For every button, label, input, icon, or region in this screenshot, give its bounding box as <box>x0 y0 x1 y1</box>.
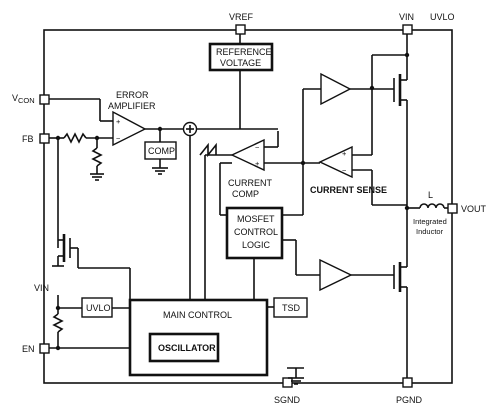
fb-label: FB <box>22 134 34 144</box>
tsd-block <box>273 297 308 318</box>
vref-pin <box>235 24 246 35</box>
current-comp-line1: CURRENT <box>228 178 273 188</box>
integrated-line2: Inductor <box>416 227 444 236</box>
svg-text:−: − <box>116 134 121 143</box>
svg-text:+: + <box>116 117 121 126</box>
comp-label: COMP <box>148 146 175 156</box>
en-label: EN <box>22 344 35 354</box>
mosfet-control-logic-block <box>225 206 284 260</box>
current-comparator-icon: − + <box>230 138 265 172</box>
reference-voltage-block <box>208 42 274 72</box>
error-amplifier-icon: + − <box>112 110 147 147</box>
svg-text:−: − <box>342 166 347 175</box>
current-comp-line2: COMP <box>232 189 259 199</box>
summing-junction-icon <box>182 121 198 137</box>
tsd-label: TSD <box>282 303 301 313</box>
reference-line2: VOLTAGE <box>220 58 261 68</box>
high-side-mosfet-icon <box>393 74 408 205</box>
fb-divider-resistor-icon <box>91 147 103 167</box>
error-amp-line1: ERROR <box>116 90 149 100</box>
high-side-driver-icon <box>320 72 352 106</box>
svg-text:−: − <box>255 143 260 152</box>
mosfet-line3: LOGIC <box>242 240 271 250</box>
low-side-driver-icon <box>319 258 353 292</box>
vcon-label: VCON <box>12 93 35 105</box>
current-sense-label: CURRENT SENSE <box>310 185 387 195</box>
integrated-line1: Integrated <box>413 217 447 226</box>
vin-left-label: VIN <box>34 283 49 293</box>
uvlo-label: UVLO <box>86 303 111 313</box>
vin-top-pin <box>402 24 413 35</box>
low-side-mosfet-icon <box>393 262 407 292</box>
vcon-pin <box>39 94 50 105</box>
comp-ground-icon <box>152 167 168 175</box>
pgnd-pin <box>402 377 413 388</box>
sgnd-pin <box>282 377 293 388</box>
uvlo-top-label: UVLO <box>430 12 455 22</box>
error-amp-line2: AMPLIFIER <box>108 101 156 111</box>
en-resistor-icon <box>52 313 64 333</box>
vout-label: VOUT <box>461 204 487 214</box>
mosfet-line1: MOSFET <box>237 214 275 224</box>
sgnd-label: SGND <box>274 395 301 405</box>
sgnd-ground-icon <box>288 368 304 385</box>
fb-resistor-icon <box>63 132 87 144</box>
ramp-icon <box>199 142 217 158</box>
vout-pin <box>447 203 458 214</box>
current-sense-amplifier-icon: + − <box>318 145 353 179</box>
reference-line1: REFERENCE <box>216 47 272 57</box>
fb-pin <box>39 133 50 144</box>
en-pin <box>39 343 50 354</box>
main-control-label: MAIN CONTROL <box>163 310 232 320</box>
inductor-label: L <box>428 190 433 200</box>
vref-label: VREF <box>229 12 254 22</box>
svg-text:+: + <box>342 149 347 158</box>
vin-top-label: VIN <box>399 12 414 22</box>
oscillator-block <box>148 332 220 363</box>
pgnd-label: PGND <box>396 395 423 405</box>
oscillator-label: OSCILLATOR <box>158 343 216 353</box>
mosfet-line2: CONTROL <box>234 227 278 237</box>
fb-ground-icon <box>90 166 104 181</box>
inductor-icon <box>419 203 445 209</box>
svg-text:+: + <box>255 159 260 168</box>
vcon-switch-icon <box>58 234 71 262</box>
